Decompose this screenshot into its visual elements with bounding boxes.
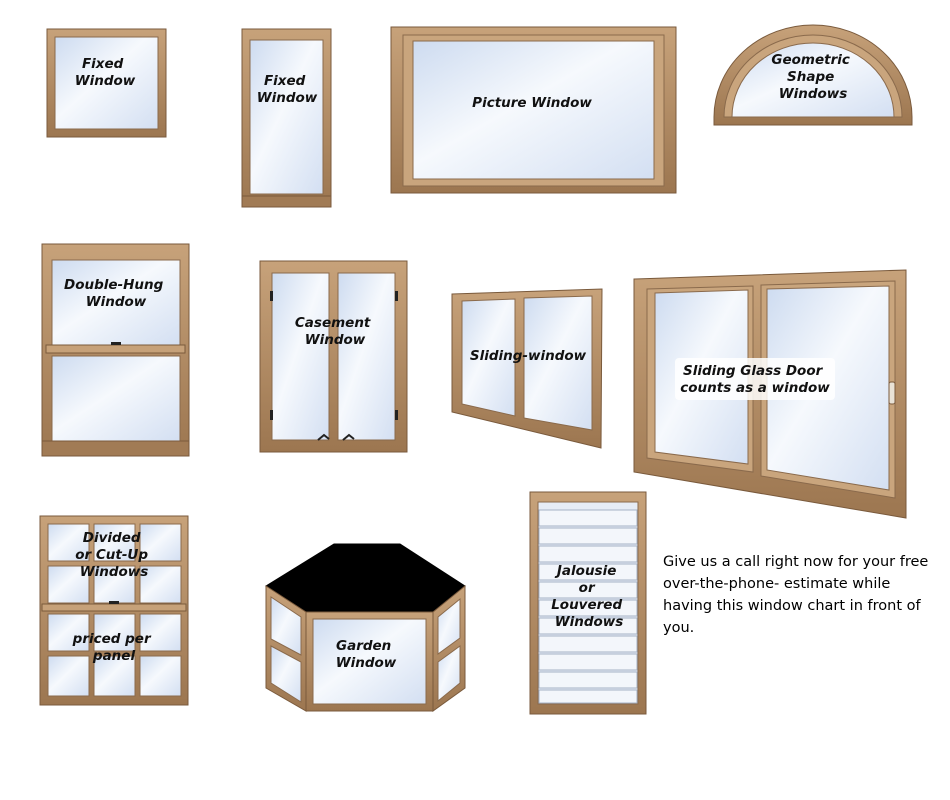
jalousie-window-label: Jalousie or Louvered Windows xyxy=(551,563,627,630)
fixed-window-square: Fixed Window xyxy=(46,28,167,138)
louver-slats xyxy=(538,509,638,704)
sliding-window-label: Sliding-window xyxy=(470,348,587,364)
geometric-shape-window: Geometric Shape Windows xyxy=(713,24,913,126)
casement-window-label: Casement Window xyxy=(295,315,375,348)
divided-window-label: Divided or Cut-Up Windows xyxy=(75,530,153,580)
picture-window-label: Picture Window xyxy=(472,95,592,111)
sliding-window: Sliding-window xyxy=(451,288,603,449)
garden-window: Garden Window xyxy=(265,543,466,712)
divided-window-price-label: priced per panel xyxy=(72,631,156,664)
casement-window: Casement Window xyxy=(259,260,408,453)
fixed-window-tall-label: Fixed Window xyxy=(257,73,318,106)
double-hung-window-label: Double-Hung Window xyxy=(64,277,168,310)
sliding-glass-door-label: Sliding Glass Door counts as a window xyxy=(680,363,830,396)
picture-window: Picture Window xyxy=(390,26,677,194)
divided-window: Divided or Cut-Up Windows priced per pan… xyxy=(39,515,189,706)
sliding-glass-door: Sliding Glass Door counts as a window xyxy=(633,269,907,519)
fixed-window-tall: Fixed Window xyxy=(241,28,332,208)
fixed-window-square-label: Fixed Window xyxy=(75,56,136,89)
geometric-shape-window-label: Geometric Shape Windows xyxy=(771,52,854,102)
call-to-action-text: Give us a call right now for your free o… xyxy=(663,554,929,636)
jalousie-window: Jalousie or Louvered Windows xyxy=(529,491,647,715)
garden-window-label: Garden Window xyxy=(336,638,397,671)
double-hung-window: Double-Hung Window xyxy=(41,243,190,457)
